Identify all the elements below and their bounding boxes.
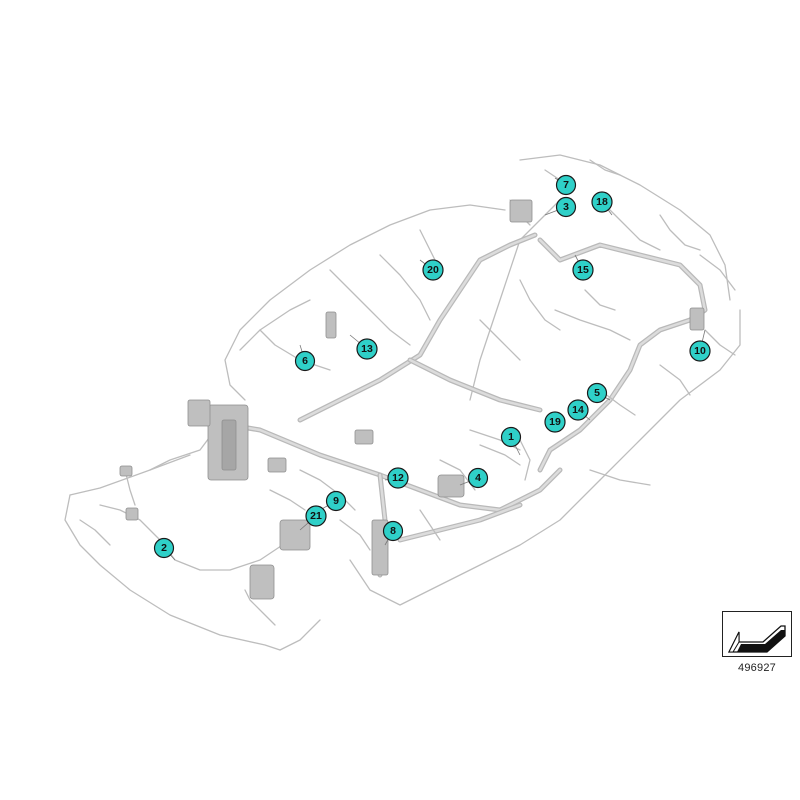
callout-label: 7 [563, 179, 569, 191]
callout-label: 13 [361, 343, 373, 355]
callout-label: 1 [508, 431, 514, 443]
callout-label: 4 [475, 472, 481, 484]
callout-4[interactable]: 4 [467, 467, 489, 489]
callout-10[interactable]: 10 [689, 340, 711, 362]
callout-label: 6 [302, 355, 308, 367]
callout-label: 2 [161, 542, 167, 554]
callout-6[interactable]: 6 [294, 350, 316, 372]
callout-label: 5 [594, 387, 600, 399]
connector-clusters [119, 199, 705, 600]
callout-14[interactable]: 14 [567, 399, 589, 421]
callout-label: 21 [310, 510, 322, 522]
figure-reference-number: 496927 [738, 662, 776, 674]
callout-1[interactable]: 1 [500, 426, 522, 448]
callout-21[interactable]: 21 [305, 505, 327, 527]
callout-8[interactable]: 8 [382, 520, 404, 542]
callout-leaders [163, 177, 706, 561]
callouts: 1 2 3 4 5 6 7 8 9 10 12 [153, 174, 711, 559]
callout-label: 18 [596, 196, 608, 208]
branch-wires [79, 159, 736, 626]
callout-12[interactable]: 12 [387, 467, 409, 489]
callout-label: 9 [333, 495, 339, 507]
callout-label: 3 [563, 201, 569, 213]
callout-18[interactable]: 18 [591, 191, 613, 213]
callout-9[interactable]: 9 [325, 490, 347, 512]
callout-5[interactable]: 5 [586, 382, 608, 404]
callout-label: 19 [549, 416, 561, 428]
callout-20[interactable]: 20 [422, 259, 444, 281]
callout-15[interactable]: 15 [572, 259, 594, 281]
wedge-arrow-icon [727, 625, 786, 653]
callout-label: 15 [577, 264, 589, 276]
callout-7[interactable]: 7 [555, 174, 577, 196]
callout-19[interactable]: 19 [544, 411, 566, 433]
callout-2[interactable]: 2 [153, 537, 175, 559]
callout-label: 20 [427, 264, 439, 276]
main-harness-trunks [197, 232, 708, 578]
callout-3[interactable]: 3 [555, 196, 577, 218]
vehicle-outline [64, 154, 741, 651]
callout-13[interactable]: 13 [356, 338, 378, 360]
callout-label: 12 [392, 472, 404, 484]
callout-label: 8 [390, 525, 396, 537]
reference-symbol-box [722, 611, 792, 657]
callout-label: 10 [694, 345, 706, 357]
callout-label: 14 [572, 404, 584, 416]
